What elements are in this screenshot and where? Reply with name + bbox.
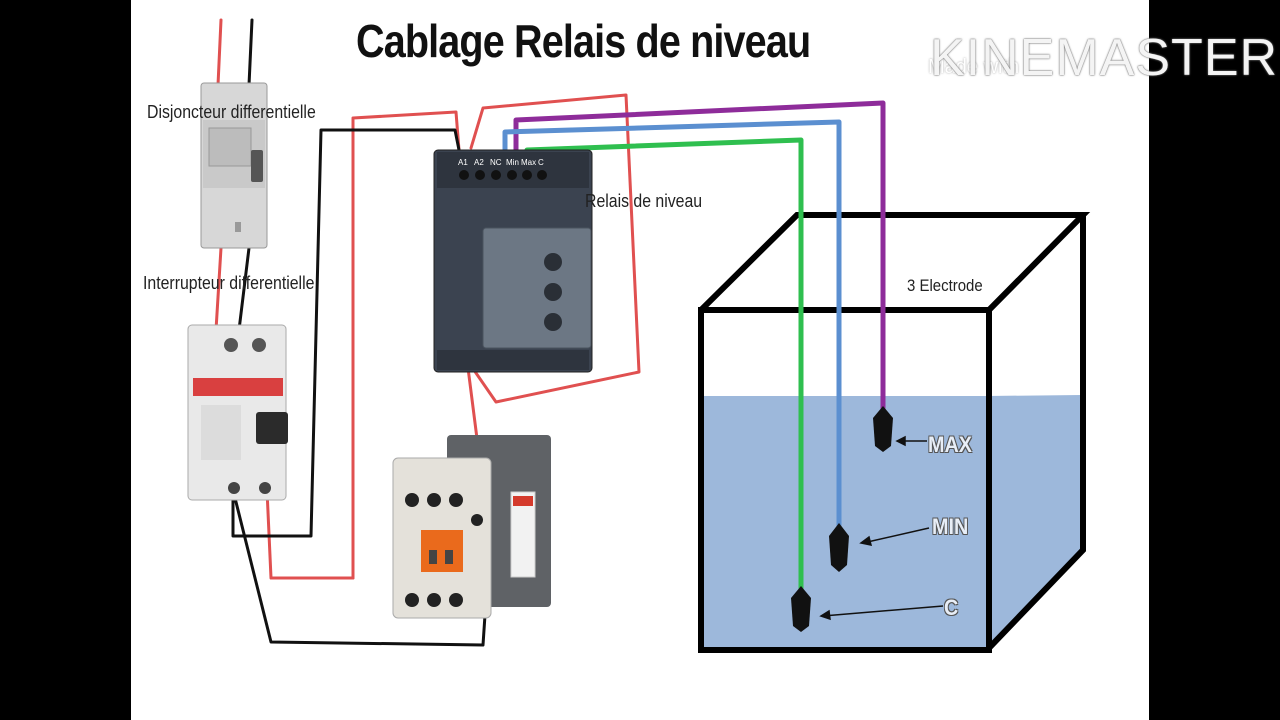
label-probe-max: MAX: [928, 432, 973, 457]
relay-terminal-nc: NC: [490, 158, 502, 167]
breaker-device: [200, 82, 268, 249]
water-tank: [698, 212, 1091, 653]
label-rcd: Interrupteur differentielle: [143, 273, 315, 293]
relay-terminal-c: C: [538, 158, 544, 167]
probe-common: [791, 586, 811, 632]
level-relay-device: A1 A2 NC Min Max C: [433, 149, 593, 373]
probe-max: [873, 406, 893, 452]
diagram-title: Cablage Relais de niveau: [356, 15, 811, 67]
probe-min: [829, 523, 849, 572]
label-probe-common: C: [944, 595, 959, 620]
probes: [791, 406, 944, 632]
rcd-device: [187, 324, 288, 501]
wiring-diagram: A1 A2 NC Min Max C: [187, 18, 1091, 653]
relay-terminal-a1: A1: [458, 158, 468, 167]
wire-max: [513, 100, 886, 411]
watermark-kinemaster: KINEMASTER: [930, 29, 1279, 87]
relay-terminal-max: Max: [521, 158, 536, 167]
label-electrodes: 3 Electrode: [907, 276, 983, 295]
neutral-wires: [231, 18, 488, 647]
label-relay: Relais de niveau: [585, 191, 703, 211]
watermark-small: Made with: [928, 56, 1020, 78]
canvas: A1 A2 NC Min Max C: [131, 0, 1149, 720]
label-probe-min: MIN: [932, 514, 969, 539]
relay-terminal-a2: A2: [474, 158, 484, 167]
contactor-device: [392, 435, 551, 619]
label-breaker: Disjoncteur differentielle: [147, 102, 316, 122]
relay-terminal-min: Min: [506, 158, 519, 167]
wire-min: [502, 119, 842, 528]
